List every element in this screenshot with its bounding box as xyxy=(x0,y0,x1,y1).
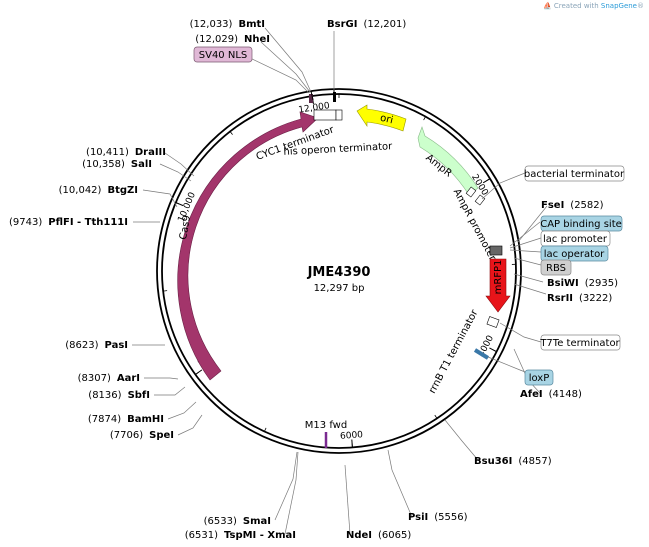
ampr-promoter-box[interactable] xyxy=(465,186,477,198)
site-bsu36i[interactable]: Bsu36I(4857) xyxy=(474,456,552,467)
sv40-nls-label: SV40 NLS xyxy=(199,50,248,61)
brand-prefix: Created with xyxy=(554,2,601,10)
site-spei[interactable]: (7706)SpeI xyxy=(110,430,174,441)
cyc1-terminator-box[interactable] xyxy=(313,109,337,121)
lac-region-box[interactable] xyxy=(489,245,503,256)
mrfp1-label: mRFP1 xyxy=(493,260,504,295)
ampr-feature[interactable] xyxy=(417,126,479,196)
site-smai[interactable]: (6533)SmaI xyxy=(204,516,271,527)
t7te-terminator-label-box[interactable] xyxy=(540,334,621,351)
site-bamhi[interactable]: (7874)BamHI xyxy=(88,414,164,425)
bacterial-terminator-label-box[interactable] xyxy=(524,165,625,182)
ruler-minor-tick xyxy=(423,116,426,121)
site-aari[interactable]: (8307)AarI xyxy=(78,373,140,384)
site-bsrgi[interactable]: BsrGI(12,201) xyxy=(327,19,406,30)
his-terminator-box[interactable] xyxy=(335,109,343,121)
plasmid-size: 12,297 bp xyxy=(314,283,365,294)
ori-label: ori xyxy=(379,113,394,127)
site-btgzi[interactable]: (10,042)BtgZI xyxy=(59,185,138,196)
cas9-label: Cas9 xyxy=(178,214,193,240)
loxp-mark[interactable] xyxy=(473,348,490,360)
leader-lines xyxy=(132,27,548,535)
site-ndei[interactable]: NdeI(6065) xyxy=(346,530,411,541)
ruler-minor-tick xyxy=(434,414,438,419)
lac-operator-box[interactable] xyxy=(540,245,609,262)
rbs-label: RBS xyxy=(546,263,566,274)
boxed-labels: SV40 NLS bacterial terminator CAP bindin… xyxy=(193,46,625,386)
snapgene-brand: ⛵ Created with SnapGene® xyxy=(543,1,644,10)
loxp-label: loxP xyxy=(529,373,550,384)
restriction-sites: (12,033)BmtI (12,029)NheI BsrGI(12,201) … xyxy=(9,19,618,541)
rbs-box[interactable] xyxy=(540,259,572,276)
rrnb-t1-terminator-label: rrnB T1 terminator xyxy=(427,307,481,395)
lac-operator-label: lac operator xyxy=(544,249,605,260)
site-rsrii[interactable]: RsrII(3222) xyxy=(547,293,612,304)
loxp-box[interactable] xyxy=(524,369,554,386)
brand-shark-icon: ⛵ xyxy=(543,1,554,10)
bacterial-terminator-label: bacterial terminator xyxy=(524,169,625,180)
ruler-major-tick xyxy=(195,369,203,375)
cap-binding-site-label: CAP binding site xyxy=(540,219,622,230)
ruler-minor-tick xyxy=(264,427,267,432)
ruler-minor-tick xyxy=(229,131,233,135)
sv40-nls-box[interactable] xyxy=(193,46,253,63)
mrfp1-feature[interactable] xyxy=(485,258,511,313)
site-draiii[interactable]: (10,411)DraIII xyxy=(86,147,166,158)
brand-suffix: ® xyxy=(637,2,644,10)
site-pasi[interactable]: (8623)PasI xyxy=(65,340,128,351)
plasmid-name: JME4390 xyxy=(307,265,371,280)
site-afei[interactable]: AfeI(4148) xyxy=(520,389,582,400)
site-fsei[interactable]: FseI(2582) xyxy=(541,200,604,211)
ruler-major-tick xyxy=(489,347,497,353)
ruler-major-tick xyxy=(482,178,491,184)
m13-fwd-label: M13 fwd xyxy=(305,420,347,431)
site-psii[interactable]: PsiI(5556) xyxy=(408,512,468,523)
site-sali[interactable]: (10,358)SalI xyxy=(82,159,152,170)
site-nhei[interactable]: (12,029)NheI xyxy=(195,34,270,45)
ruler-tick-label: 6000 xyxy=(340,430,364,442)
brand-name: SnapGene xyxy=(601,2,637,10)
site-marks xyxy=(310,90,335,101)
site-sbfi[interactable]: (8136)SbfI xyxy=(88,390,150,401)
t7te-terminator-label: T7Te terminator xyxy=(539,338,620,349)
ruler-major-tick xyxy=(351,439,353,448)
site-pflfi[interactable]: (9743)PflFI - Tth111I xyxy=(9,217,128,228)
ruler-major-tick xyxy=(175,202,184,207)
backbone-outer xyxy=(156,88,522,454)
lac-promoter-label: lac promoter xyxy=(543,234,608,245)
t7te-terminator-box[interactable] xyxy=(486,316,500,328)
ori-feature[interactable] xyxy=(356,104,407,132)
site-bsiwi[interactable]: BsiWI(2935) xyxy=(547,278,618,289)
bacterial-terminator-box[interactable] xyxy=(474,194,486,206)
sv40-nls-mark xyxy=(309,94,313,103)
site-bmti[interactable]: (12,033)BmtI xyxy=(190,19,265,30)
site-tspmi[interactable]: (6531)TspMI - XmaI xyxy=(185,530,296,541)
